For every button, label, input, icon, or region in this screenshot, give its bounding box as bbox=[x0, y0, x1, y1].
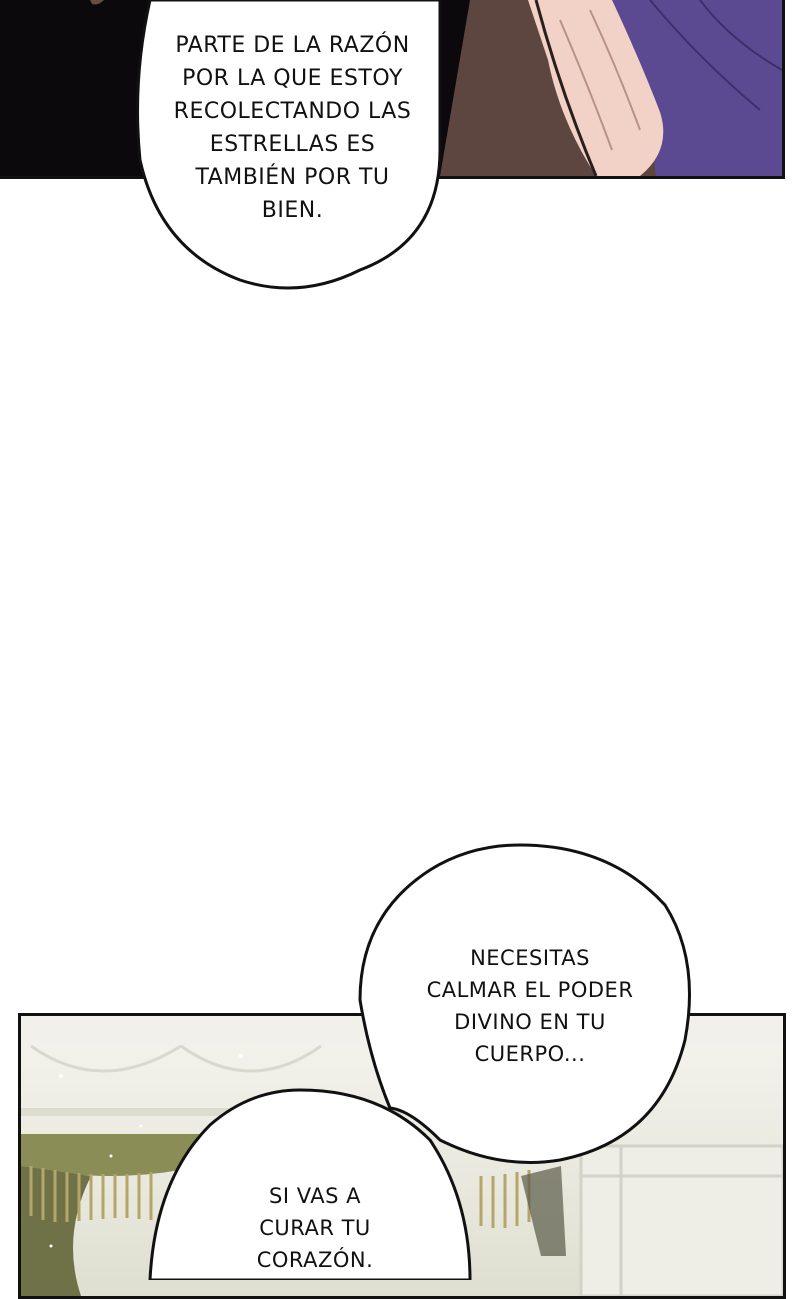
bubble-line: ESTRELLAS ES bbox=[209, 132, 376, 157]
hand-lines bbox=[559, 9, 641, 151]
speech-bubble-3 bbox=[148, 1088, 472, 1280]
speech-bubble-1-text: PARTE DE LA RAZÓN POR LA QUE ESTOY RECOL… bbox=[150, 29, 435, 227]
speech-bubble-1 bbox=[136, 0, 442, 290]
bubble-line: TAMBIÉN POR TU bbox=[195, 165, 390, 190]
robe-folds bbox=[649, 0, 782, 111]
curtain-fringe bbox=[29, 1166, 531, 1228]
bubble-line: BIEN. bbox=[261, 198, 324, 223]
bubble-line: RECOLECTANDO LAS bbox=[173, 99, 412, 124]
figure-shadow bbox=[521, 1166, 566, 1256]
bubble-line: NECESITAS bbox=[470, 946, 590, 970]
hand-outline bbox=[534, 0, 598, 176]
bubble-line: PARTE DE LA RAZÓN bbox=[175, 33, 410, 58]
speech-bubble-2-text: NECESITAS CALMAR EL PODER DIVINO EN TU C… bbox=[380, 942, 680, 1070]
bubble-line: CORAZÓN. bbox=[256, 1248, 374, 1272]
beam bbox=[21, 1108, 401, 1116]
bubble-line: CUERPO... bbox=[474, 1042, 586, 1066]
speech-bubble-2 bbox=[358, 843, 691, 1164]
hair-tip bbox=[90, 0, 104, 5]
bubble-line: CURAR TU bbox=[259, 1216, 371, 1240]
top-panel-artwork bbox=[90, 0, 782, 176]
bubble-line: CALMAR EL PODER bbox=[426, 978, 634, 1002]
speech-bubble-3-text: SI VAS A CURAR TU CORAZÓN. bbox=[190, 1180, 440, 1276]
curtain-left bbox=[21, 1166, 91, 1296]
hand-shape bbox=[528, 0, 664, 176]
chandelier-garlands bbox=[30, 1044, 322, 1073]
bubble-line: POR LA QUE ESTOY bbox=[182, 66, 403, 91]
bubble-line: DIVINO EN TU bbox=[454, 1010, 606, 1034]
window bbox=[579, 1144, 783, 1296]
bubble-line: SI VAS A bbox=[269, 1184, 361, 1208]
